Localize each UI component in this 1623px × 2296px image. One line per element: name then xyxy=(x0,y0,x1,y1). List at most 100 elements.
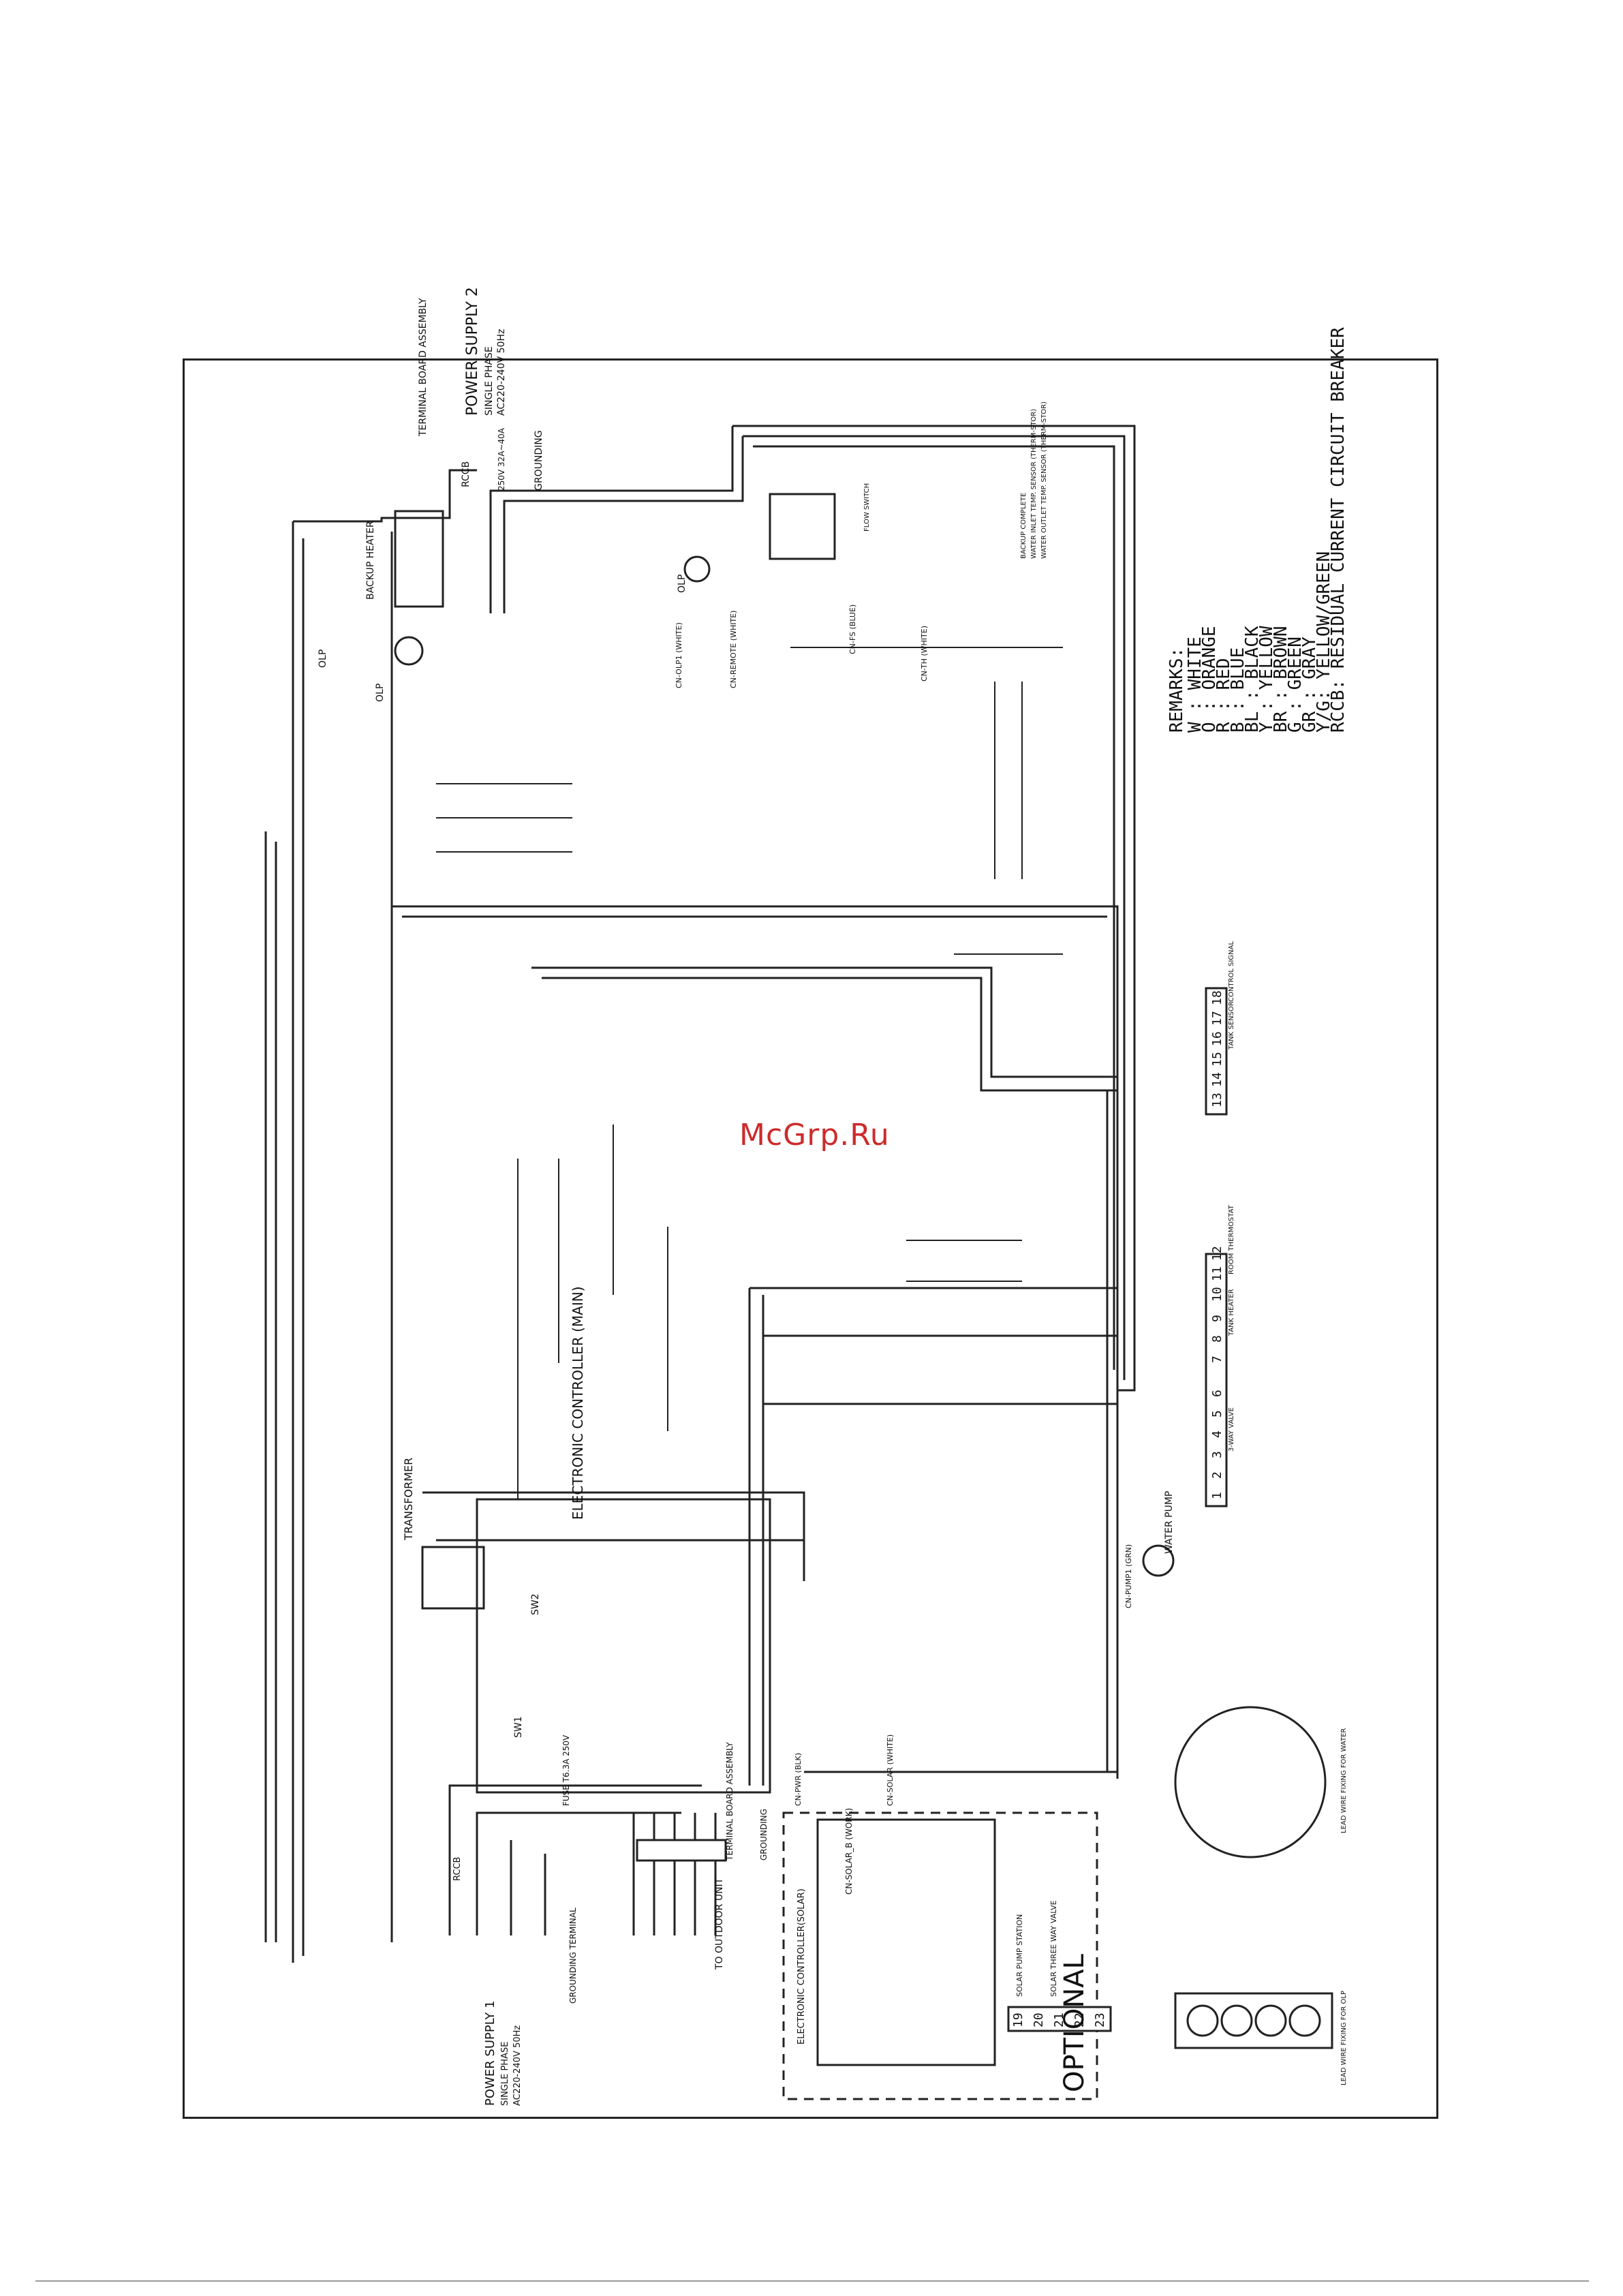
wire-mid-h-3 xyxy=(531,966,1117,1078)
remark-y: Y : YELLOW xyxy=(1256,626,1277,733)
wire-bus-top-3 xyxy=(753,445,1115,1370)
olp-thermostat-top xyxy=(683,555,711,583)
optional-label: OPTIONAL xyxy=(1059,1953,1090,2092)
terminal-17: 17 xyxy=(1210,1011,1224,1026)
power-board-block xyxy=(476,1498,771,1794)
wire-top-ps xyxy=(293,469,477,523)
water-pump-label: WATER PUMP xyxy=(1164,1491,1175,1554)
terminal-21: 21 xyxy=(1052,2012,1066,2027)
sw1-label: SW1 xyxy=(513,1716,524,1738)
control-module-block xyxy=(769,493,836,560)
wire-ps1-2 xyxy=(476,1811,681,1935)
schematic-frame xyxy=(183,358,1438,2119)
remark-o: O : ORANGE xyxy=(1199,626,1220,733)
ps1-rccb: RCCB xyxy=(452,1857,463,1881)
olp-pin-4 xyxy=(1288,2004,1321,2037)
grounding-bottom-label: GROUNDING xyxy=(759,1809,769,1861)
terminal-10: 10 xyxy=(1210,1287,1224,1302)
ps2-spec-2: AC220-240V 50Hz xyxy=(496,329,507,416)
rccb-top-block xyxy=(394,510,444,608)
three-way-valve-label: 3-WAY VALVE xyxy=(1228,1407,1235,1452)
remark-gr: GR : GRAY xyxy=(1299,637,1320,733)
board-group xyxy=(394,493,1098,2100)
cn-remote-label: CN-REMOTE (WHITE) xyxy=(729,611,738,688)
olp-pin-1 xyxy=(1186,2004,1219,2037)
lead-wire-tube-label: LEAD WIRE FIXING FOR WATER xyxy=(1340,1728,1348,1833)
wire-bus-left-1 xyxy=(489,426,734,613)
wire-ps1-1 xyxy=(448,1784,702,1935)
remark-bl: BL : BLACK xyxy=(1242,626,1263,733)
watermark: McGrp.Ru xyxy=(739,1118,890,1152)
ps1-grounding: GROUNDING TERMINAL xyxy=(568,1908,578,2004)
terminal-7: 7 xyxy=(1210,1356,1224,1363)
olp-terminal-block xyxy=(1174,1992,1333,2049)
remark-br: BR : BROWN xyxy=(1271,626,1291,733)
sensor-3-label: BACKUP COMPLETE xyxy=(1020,493,1027,559)
remarks-block: REMARKS: W : WHITE O : ORANGE R : RED B … xyxy=(1166,327,1348,733)
terminal-15: 15 xyxy=(1210,1052,1224,1067)
lead-wire-tube-circle xyxy=(1174,1706,1327,1858)
ps2-grounding: GROUNDING xyxy=(534,430,544,491)
terminal-13: 13 xyxy=(1210,1092,1224,1107)
olp-thermostat-left xyxy=(394,636,424,666)
remark-b: B : BLUE xyxy=(1228,647,1248,733)
terminal-20: 20 xyxy=(1032,2012,1046,2027)
remark-yg: Y/G: YELLOW/GREEN xyxy=(1314,551,1334,733)
wire-bus-top-1 xyxy=(732,425,1136,1392)
remark-w: W : WHITE xyxy=(1185,637,1205,733)
olp-pin-2 xyxy=(1220,2004,1253,2037)
cn-th-label: CN-TH (WHITE) xyxy=(920,626,929,682)
cn-solar-b-label: CN-SOLAR_B (WORK) xyxy=(844,1808,854,1895)
wire-mid-h-4 xyxy=(542,977,1117,1092)
ps2-rccb: RCCB xyxy=(461,461,472,487)
optional-box xyxy=(782,1811,1098,2100)
olp-label-3: OLP xyxy=(677,575,687,593)
ps1-spec-2: AC220-240V 50Hz xyxy=(512,2025,523,2106)
terminal-5: 5 xyxy=(1210,1410,1224,1418)
transformer-label: TRANSFORMER xyxy=(402,1458,415,1541)
label-group: POWER SUPPLY 2 SINGLE PHASE AC220-240V 5… xyxy=(318,287,1348,2106)
terminal-16: 16 xyxy=(1210,1031,1224,1046)
solar-three-way-label: SOLAR THREE WAY VALVE xyxy=(1049,1900,1058,1997)
sw2-label: SW2 xyxy=(530,1593,541,1615)
remark-g: G : GREEN xyxy=(1285,637,1305,733)
ps2-spec-1: SINGLE PHASE xyxy=(484,346,495,416)
sw2-block xyxy=(421,1546,485,1610)
lead-wire-olp-label: LEAD WIRE FIXING FOR OLP xyxy=(1340,1991,1348,2085)
solar-controller-block xyxy=(816,1818,996,2066)
terminal-14: 14 xyxy=(1210,1072,1224,1087)
electronic-controller-solar-label: ELECTRONIC CONTROLLER(SOLAR) xyxy=(797,1888,807,2045)
flow-switch-label: FLOW SWITCH xyxy=(863,483,871,532)
room-thermostat-label: ROOM THERMOSTAT xyxy=(1228,1204,1235,1274)
terminal-4: 4 xyxy=(1210,1430,1224,1438)
ps1-title: POWER SUPPLY 1 xyxy=(483,2000,497,2106)
terminal-board-right-1 xyxy=(1205,1253,1228,1507)
ps1-spec-1: SINGLE PHASE xyxy=(500,2042,510,2106)
water-pump-symbol xyxy=(1142,1544,1175,1577)
terminal-11: 11 xyxy=(1210,1266,1224,1281)
small-components xyxy=(436,647,1063,1499)
solar-pump-label: SOLAR PUMP STATION xyxy=(1015,1914,1024,1997)
wire-group-main xyxy=(264,425,1136,1963)
cn-pump-label: CN-PUMP1 (GRN) xyxy=(1124,1544,1133,1608)
ctrl-signal-label: CONTROL SIGNAL xyxy=(1228,941,1235,1002)
olp-label-1: OLP xyxy=(318,649,328,668)
remark-r: R : RED xyxy=(1214,658,1234,733)
fuse-label: FUSE T6.3A 250V xyxy=(561,1734,571,1806)
wire-bus-left-2 xyxy=(503,436,744,613)
terminal-19: 19 xyxy=(1011,2012,1025,2027)
remarks-title: REMARKS: xyxy=(1166,647,1187,733)
terminal-board-bottom-label: TERMINAL BOARD ASSEMBLY xyxy=(725,1742,735,1861)
ps2-rccb-spec: 250V 32A~40A xyxy=(497,427,506,491)
cn-fs-label: CN-FS (BLUE) xyxy=(848,604,857,654)
terminal-board-bottom-right xyxy=(1007,2006,1112,2032)
terminal-8: 8 xyxy=(1210,1335,1224,1343)
wire-bus-top-2 xyxy=(743,435,1126,1380)
terminal-board-top-label: TERMINAL BOARD ASSEMBLY xyxy=(418,298,429,437)
terminal-22: 22 xyxy=(1072,2012,1087,2027)
to-outdoor-label: TO OUTDOOR UNIT xyxy=(714,1878,725,1970)
terminal-blocks xyxy=(636,987,1333,2049)
terminal-12: 12 xyxy=(1210,1246,1224,1261)
cn-olp-label: CN-OLP1 (WHITE) xyxy=(675,622,683,688)
